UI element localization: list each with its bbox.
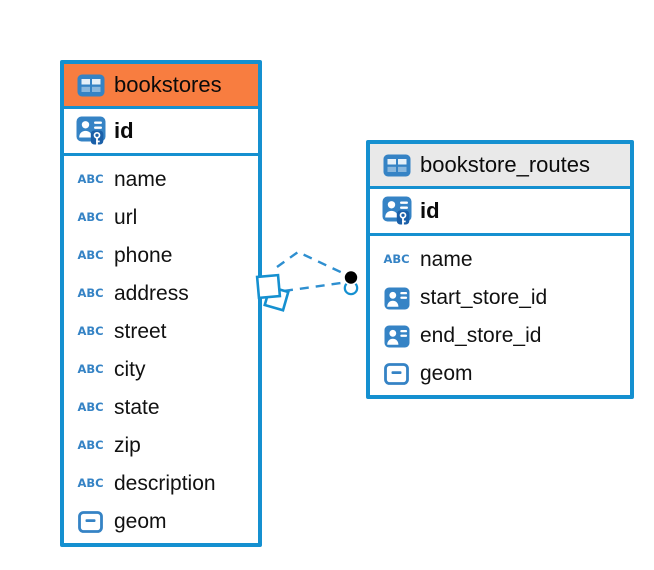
column-row-phone[interactable]: ABC phone [64,237,258,275]
column-row-geom[interactable]: geom [64,503,258,541]
primary-key-label: id [420,198,440,223]
column-label: street [114,320,167,343]
column-row-name[interactable]: ABC name [370,241,630,279]
geometry-icon [381,363,412,385]
text-icon: ABC [77,210,104,225]
text-icon: ABC [383,252,410,267]
relationship-line-upper[interactable] [276,250,350,278]
column-label: phone [114,244,173,267]
column-label: name [114,168,167,191]
table-icon [75,74,106,97]
one-side-dot-marker [343,269,359,296]
text-icon: ABC [77,286,104,301]
text-icon: ABC [77,438,104,453]
column-row-zip[interactable]: ABC zip [64,427,258,465]
column-label: start_store_id [420,286,548,309]
primary-key-row[interactable]: id [64,109,258,156]
column-row-street[interactable]: ABC street [64,313,258,351]
text-icon: ABC [77,476,104,491]
column-label: geom [420,362,473,385]
text-icon: ABC [77,172,104,187]
column-row-start_store_id[interactable]: start_store_id [370,279,630,317]
column-label: zip [114,434,141,457]
column-label: geom [114,510,167,533]
primary-key-icon [75,116,106,147]
column-row-name[interactable]: ABC name [64,161,258,199]
relationship-line-lower[interactable] [283,280,349,293]
table-header-bookstores[interactable]: bookstores [64,64,258,109]
text-icon: ABC [77,400,104,415]
column-row-end_store_id[interactable]: end_store_id [370,317,630,355]
column-label: end_store_id [420,324,542,347]
column-label: description [114,472,216,495]
column-label: address [114,282,189,305]
geometry-icon [75,511,106,533]
table-header-bookstore-routes[interactable]: bookstore_routes [370,144,630,189]
column-row-state[interactable]: ABC state [64,389,258,427]
table-icon [381,154,412,177]
column-row-url[interactable]: ABC url [64,199,258,237]
column-row-city[interactable]: ABC city [64,351,258,389]
text-icon: ABC [77,248,104,263]
primary-key-icon [381,196,412,227]
table-title: bookstore_routes [420,152,590,177]
column-label: state [114,396,160,419]
column-row-geom[interactable]: geom [370,355,630,393]
text-icon: ABC [77,362,104,377]
text-icon: ABC [77,324,104,339]
table-bookstore-routes[interactable]: bookstore_routes id ABC name start_store_i… [366,140,634,399]
column-row-address[interactable]: ABC address [64,275,258,313]
reference-icon [381,325,412,348]
primary-key-row[interactable]: id [370,189,630,236]
primary-key-label: id [114,118,134,143]
column-label: name [420,248,473,271]
column-label: url [114,206,138,229]
column-row-description[interactable]: ABC description [64,465,258,503]
reference-icon [381,287,412,310]
column-label: city [114,358,146,381]
table-title: bookstores [114,72,222,97]
